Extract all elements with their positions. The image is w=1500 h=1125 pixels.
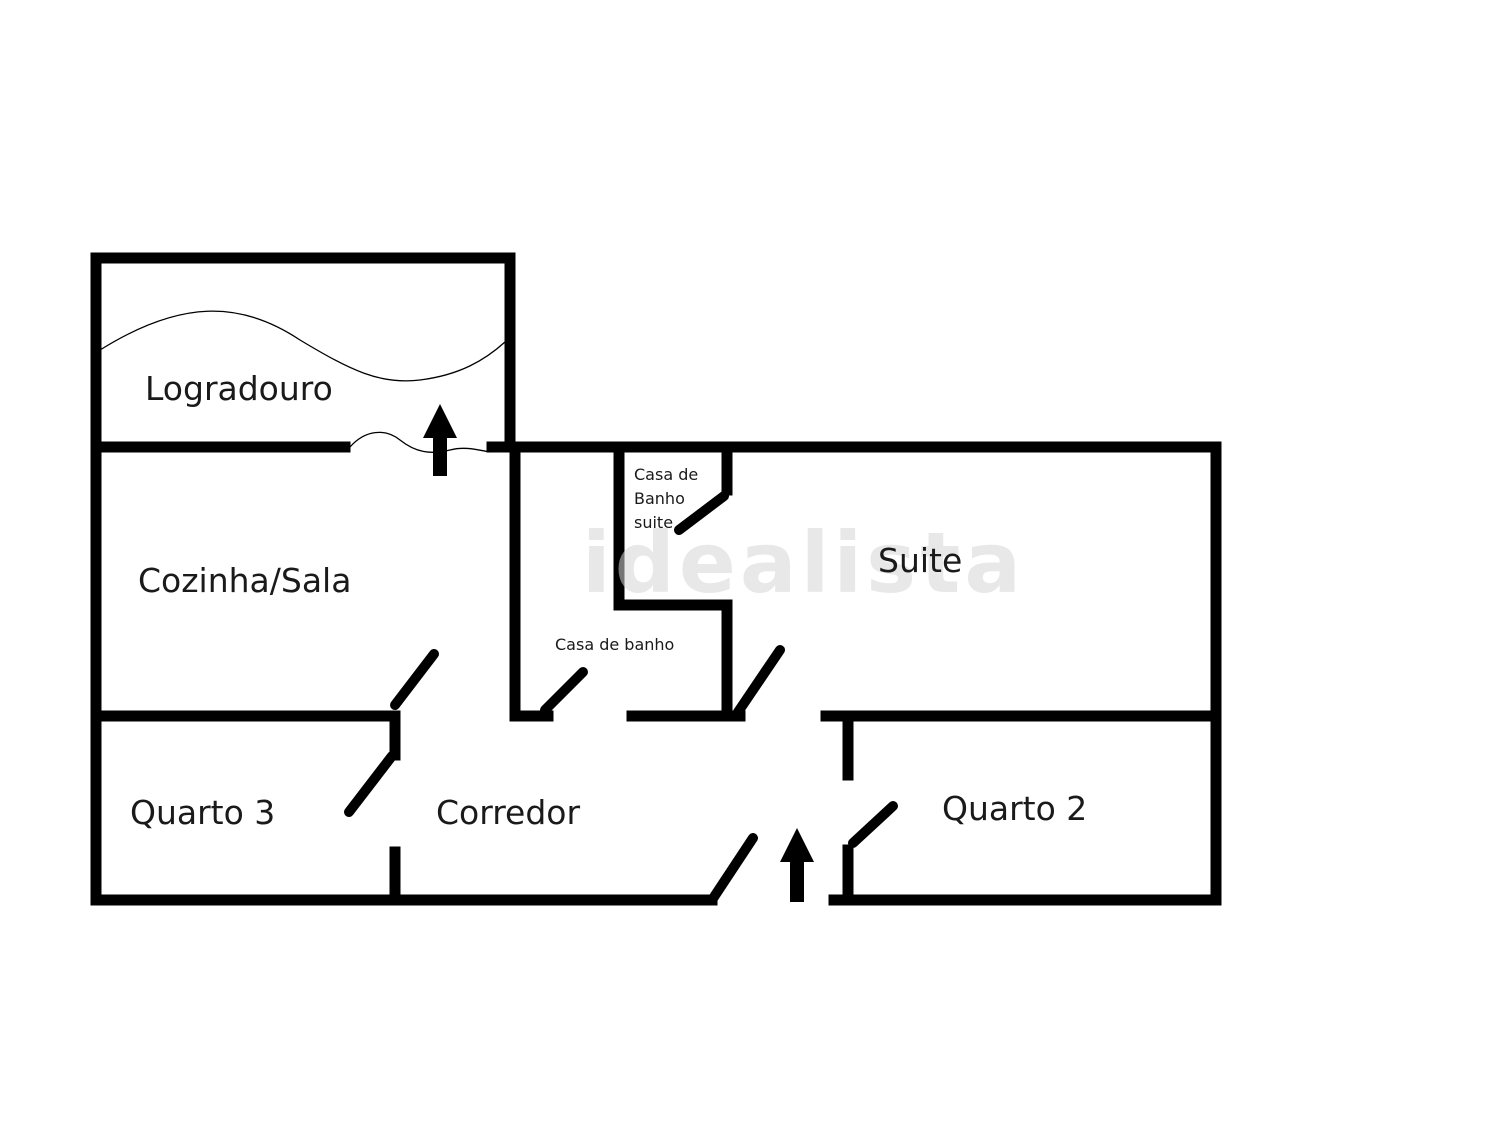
watermark: idealista [582, 514, 1025, 612]
room-labels: Logradouro Cozinha/Sala Casa de Banho su… [130, 369, 1087, 832]
door-kitchen [390, 649, 439, 710]
label-corredor: Corredor [436, 793, 581, 832]
logradouro-lines [99, 310, 506, 453]
door-quarto3 [344, 751, 397, 817]
doors [344, 491, 898, 905]
door-wc-suite [674, 491, 729, 535]
label-casa-de-banho: Casa de banho [555, 635, 674, 654]
arrows [423, 404, 814, 902]
door-bathroom [540, 667, 588, 715]
logradouro-wave [99, 310, 506, 382]
label-wc-suite-line3: suite [634, 513, 673, 532]
walls [90, 252, 1222, 906]
label-quarto-3: Quarto 3 [130, 793, 275, 832]
door-quarto2 [848, 801, 898, 848]
arrow-up-icon [423, 404, 457, 476]
logradouro-opening-curve [349, 431, 491, 453]
door-entrance [707, 833, 758, 905]
label-logradouro: Logradouro [145, 369, 333, 408]
label-wc-suite-line2: Banho [634, 489, 685, 508]
label-wc-suite-line1: Casa de [634, 465, 698, 484]
label-quarto-2: Quarto 2 [942, 789, 1087, 828]
arrow-up-icon [780, 828, 814, 902]
label-suite: Suite [878, 541, 962, 580]
door-suite [733, 645, 785, 717]
label-cozinha-sala: Cozinha/Sala [138, 561, 351, 600]
